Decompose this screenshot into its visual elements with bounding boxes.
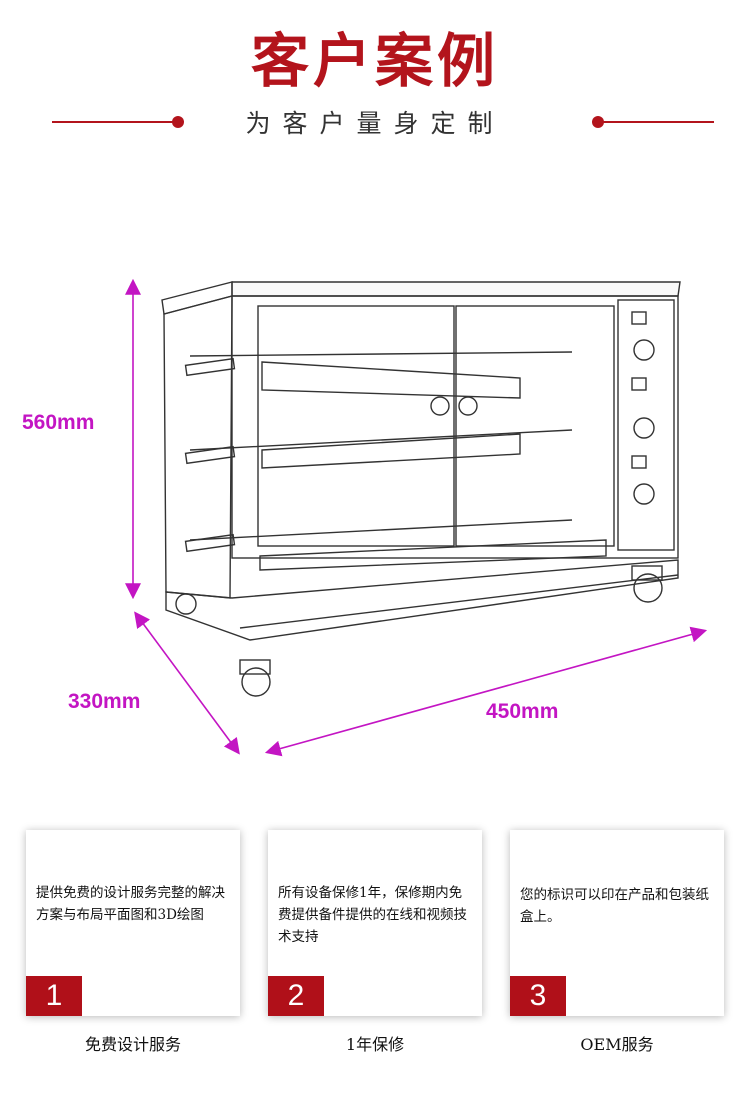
page-title: 客户案例 [250,27,499,95]
feature-caption: 1年保修 [345,1035,405,1054]
feature-card-text: 您的标识可以印在产品和包装纸盒上。 [520,887,709,925]
title-divider-left [52,121,176,123]
control-panel [617,299,675,551]
machine-top-panel [231,281,681,297]
feature-caption: OEM服务 [580,1035,654,1054]
machine-front-frame [231,295,679,559]
dimension-width-label: 450mm [486,700,559,723]
title-divider-right [598,121,714,123]
feature-card-number: 1 [26,976,82,1016]
feature-card-text: 所有设备保修1年，保修期内免费提供备件提供的在线和视频技术支持 [278,885,467,945]
machine-base [165,559,679,641]
knob-2 [633,417,655,439]
feature-card-number: 3 [510,976,566,1016]
wheel-rear-left [175,593,197,615]
machine-top-side [161,281,233,315]
machine-side-panel [163,295,233,599]
wheel-front-right [633,573,663,603]
feature-card-warranty: 所有设备保修1年，保修期内免费提供备件提供的在线和视频技术支持 [268,830,482,1016]
machine-window-right [455,305,615,547]
title-divider-dot-left [172,116,184,128]
feature-card-text: 提供免费的设计服务完整的解决方案与布局平面图和3D绘图 [36,885,225,923]
feature-caption: 免费设计服务 [84,1035,181,1054]
rotisserie-diagram [125,278,708,757]
width-dimension-arrow [264,626,708,757]
wheel-front-left [241,667,271,697]
knob-3 [633,483,655,505]
dimension-depth-label: 330mm [68,690,141,713]
machine-window-left [257,305,455,547]
knob-1 [633,339,655,361]
dimension-height-label: 560mm [22,411,95,434]
feature-card-number: 2 [268,976,324,1016]
page-subtitle: 为客户量身定制 [245,109,505,138]
depth-dimension-arrow [134,611,240,755]
